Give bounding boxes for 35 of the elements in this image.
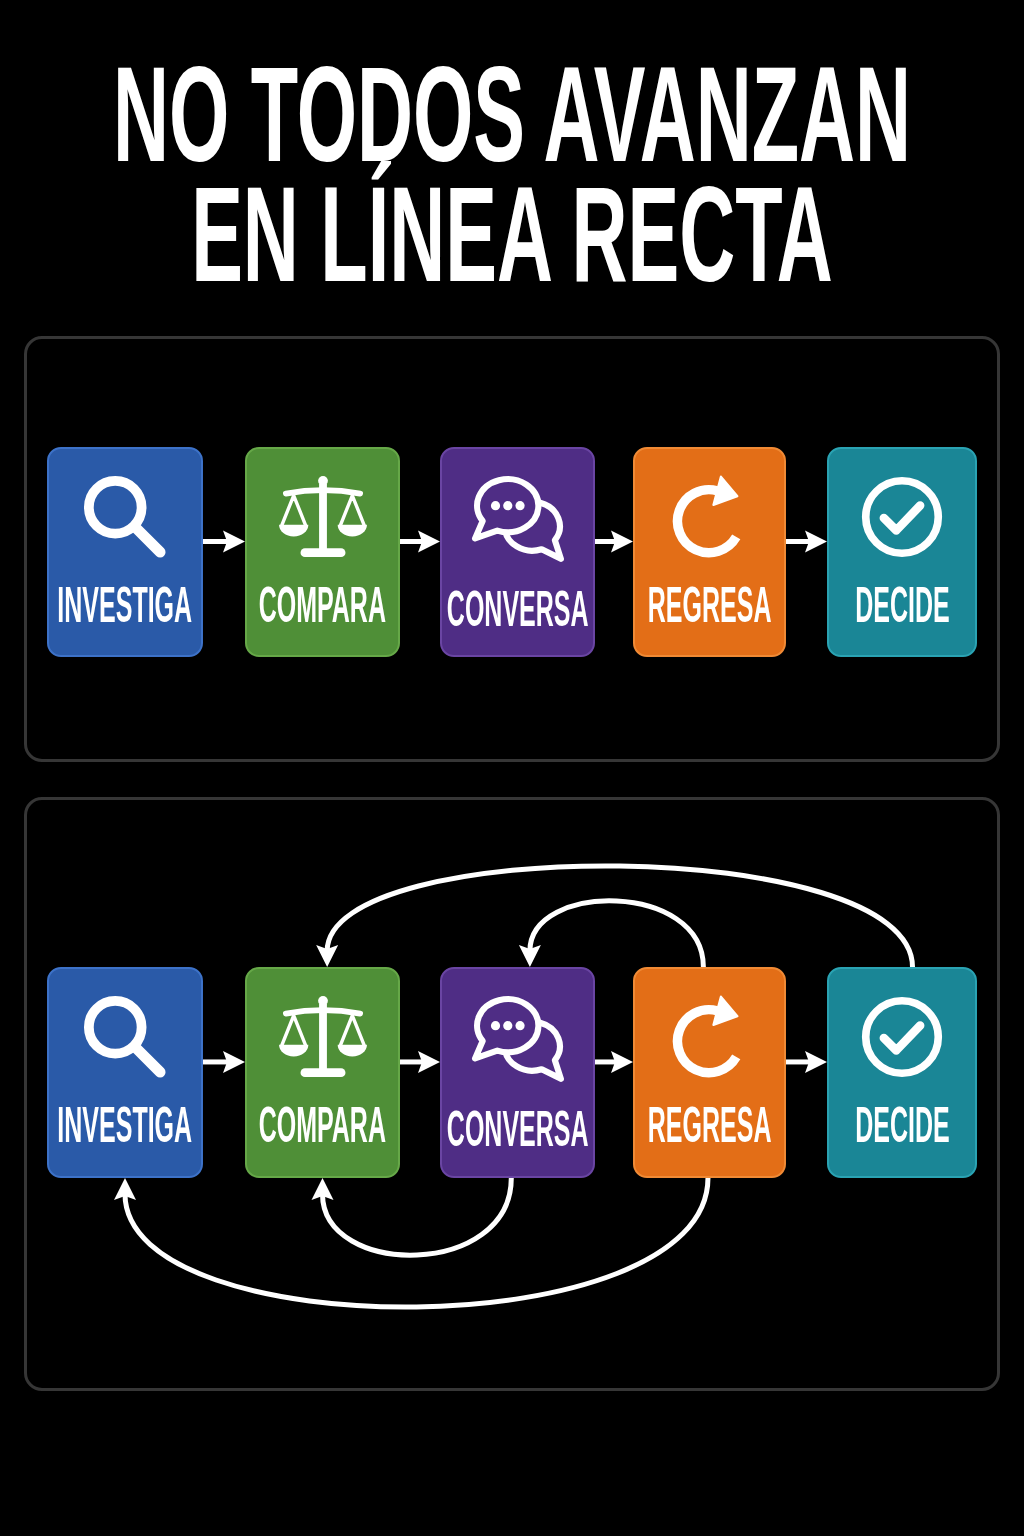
- curved-arrow: [518, 898, 706, 968]
- step-label: DECIDE: [854, 580, 950, 630]
- step-label: COMPARA: [258, 1100, 387, 1150]
- panel: [24, 797, 1000, 1391]
- panel: [24, 336, 1000, 762]
- step-card: [440, 447, 595, 657]
- step-card: [245, 447, 400, 657]
- step-card: [47, 967, 203, 1178]
- step-label: COMPARA: [258, 580, 387, 630]
- arrow: [203, 1050, 245, 1073]
- step-card: [633, 967, 786, 1178]
- step-label: CONVERSA: [446, 1104, 589, 1154]
- step-card: [633, 447, 786, 657]
- step-card: [827, 447, 977, 657]
- arrow: [786, 530, 827, 553]
- arrow: [400, 1050, 440, 1073]
- curved-arrow: [114, 1177, 711, 1310]
- arrow: [203, 530, 245, 553]
- step-label: INVESTIGA: [57, 1100, 193, 1150]
- arrow: [400, 530, 440, 553]
- step-label: INVESTIGA: [57, 580, 193, 630]
- arrow: [595, 530, 633, 553]
- step-label: REGRESA: [647, 1100, 772, 1150]
- step-label: REGRESA: [647, 580, 772, 630]
- step-card: [440, 967, 595, 1178]
- step-card: [47, 447, 203, 657]
- arrow: [595, 1050, 633, 1073]
- step-card: [245, 967, 400, 1178]
- arrow: [786, 1050, 827, 1073]
- curved-arrow: [311, 1177, 514, 1258]
- step-label: CONVERSA: [446, 584, 589, 634]
- step-label: DECIDE: [854, 1100, 950, 1150]
- step-card: [827, 967, 977, 1178]
- title: NO TODOS AVANZAN EN LÍNEA RECTA: [111, 54, 913, 294]
- curved-arrow: [316, 863, 915, 968]
